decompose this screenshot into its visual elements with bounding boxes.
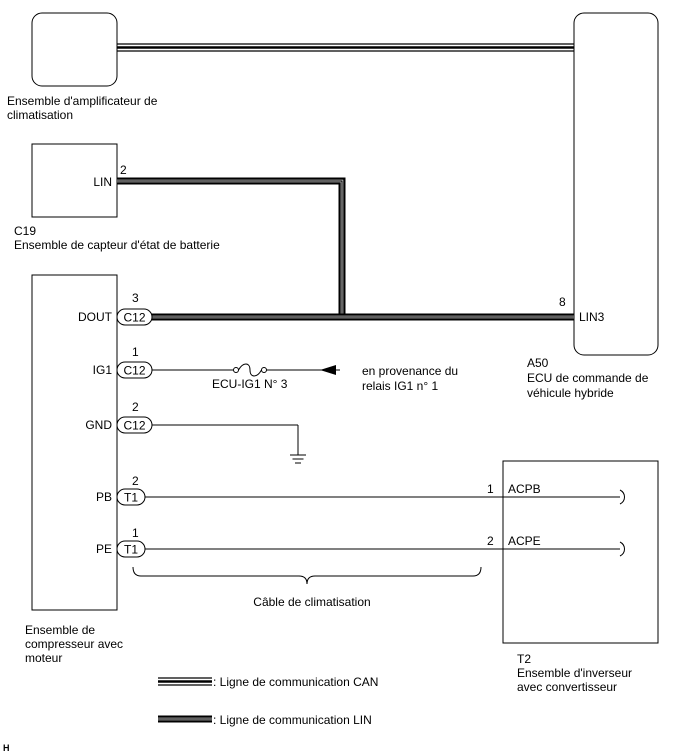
inverter-box [502, 460, 659, 644]
power-source-label: en provenance du [362, 364, 458, 378]
pin-number-dout: 3 [132, 291, 139, 305]
cable-brace [132, 566, 482, 585]
wire-break-icon [619, 489, 625, 505]
lin-bus-line [117, 177, 574, 321]
connector-label: T1 [124, 491, 138, 505]
connector-ig1: C12 [116, 361, 153, 379]
pin-number-pe: 1 [132, 526, 139, 540]
connector-label: C12 [123, 311, 145, 325]
battery-sensor-code: C19 [14, 224, 36, 238]
pb-wire [145, 489, 625, 505]
fuse-symbol [238, 363, 262, 377]
inverter-pin-number-acpb: 1 [487, 482, 494, 496]
inverter-name: Ensemble d'inverseur [517, 666, 632, 680]
compressor-box [31, 274, 118, 611]
pin-label-ig1: IG1 [93, 363, 113, 377]
connector-pb: T1 [116, 488, 146, 506]
can-bus-line [117, 43, 574, 52]
connector-dout: C12 [116, 308, 153, 326]
pin-label-dout: DOUT [78, 310, 113, 324]
pin-number-ig1: 1 [132, 345, 139, 359]
pin-label-pe: PE [96, 542, 112, 556]
gnd-wire [145, 424, 306, 464]
ground-icon [290, 454, 306, 464]
pin-number-pb: 2 [132, 474, 139, 488]
pin-number-gnd: 2 [132, 400, 139, 414]
legend-can-swatch [158, 677, 212, 686]
connector-label: T1 [124, 543, 138, 557]
hybrid-ecu-name: véhicule hybride [527, 386, 614, 400]
connector-pe: T1 [116, 540, 146, 558]
arrow-icon [320, 365, 336, 375]
compressor-name: compresseur avec [25, 637, 123, 651]
ecu-pin-label: LIN3 [579, 310, 605, 324]
inverter-code: T2 [517, 652, 531, 666]
legend-can-label: : Ligne de communication CAN [213, 675, 378, 689]
ac-amplifier-name: Ensemble d'amplificateur de [7, 94, 158, 108]
battery-sensor-pin-label: LIN [93, 175, 112, 189]
ac-amplifier-name: climatisation [7, 108, 73, 122]
connector-gnd: C12 [116, 416, 153, 434]
corner-mark: H [3, 743, 10, 753]
ecu-pin-number: 8 [559, 295, 566, 309]
battery-sensor-box [31, 143, 118, 218]
pin-label-pb: PB [96, 490, 112, 504]
cable-label: Câble de climatisation [253, 595, 370, 609]
hybrid-ecu-code: A50 [527, 356, 549, 370]
legend-lin-label: : Ligne de communication LIN [213, 713, 372, 727]
wire-break-icon [619, 541, 625, 557]
compressor-name: Ensemble de [25, 623, 95, 637]
power-source-label: relais IG1 n° 1 [362, 379, 438, 393]
battery-sensor-name: Ensemble de capteur d'état de batterie [14, 238, 220, 252]
battery-sensor-pin-number: 2 [120, 163, 127, 177]
inverter-pin-label-acpb: ACPB [508, 482, 541, 496]
connector-label: C12 [123, 364, 145, 378]
ig1-wire [145, 363, 340, 377]
inverter-pin-label-acpe: ACPE [508, 534, 541, 548]
pe-wire [145, 541, 625, 557]
hybrid-ecu-box [573, 12, 659, 356]
connector-label: C12 [123, 419, 145, 433]
compressor-name: moteur [25, 651, 62, 665]
inverter-name: avec convertisseur [517, 680, 617, 694]
hybrid-ecu-name: ECU de commande de [527, 371, 649, 385]
pin-label-gnd: GND [85, 418, 112, 432]
inverter-pin-number-acpe: 2 [487, 534, 494, 548]
ac-amplifier-box [31, 12, 118, 87]
fuse-label: ECU-IG1 N° 3 [212, 377, 288, 391]
